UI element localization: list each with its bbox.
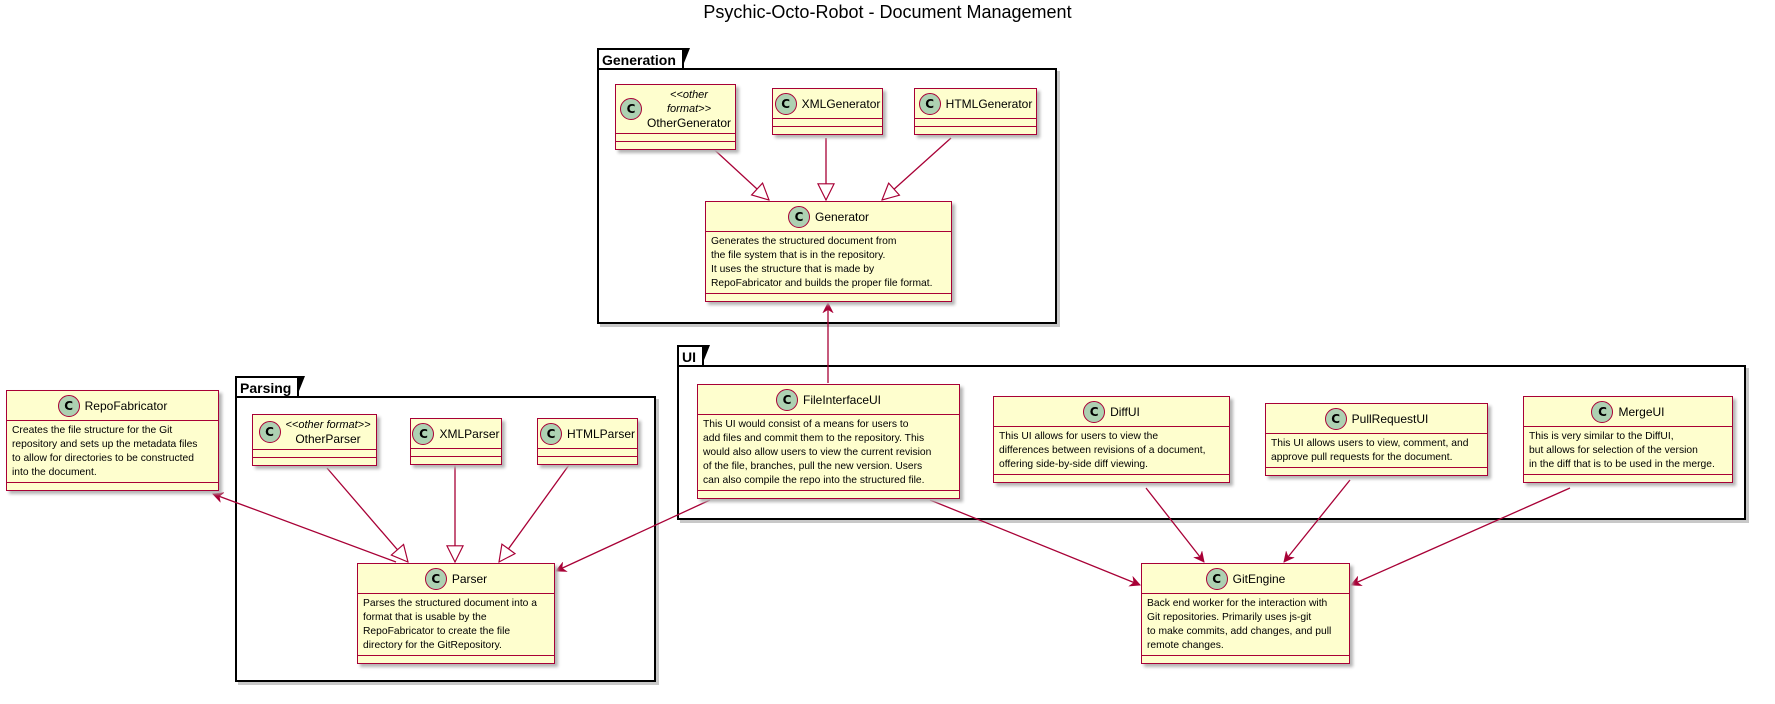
class-name: MergeUI: [1618, 405, 1665, 419]
class-parser[interactable]: C Parser Parses the structured document …: [357, 563, 555, 664]
class-icon: C: [57, 395, 80, 417]
class-name: GitEngine: [1232, 572, 1286, 586]
class-icon: C: [775, 389, 798, 411]
edge-othergenerator-generator: [705, 141, 769, 200]
class-description: This is very similar to the DiffUI, but …: [1524, 427, 1732, 475]
class-description: This UI allows for users to view the dif…: [994, 427, 1229, 475]
class-mergeui[interactable]: C MergeUI This is very similar to the Di…: [1523, 396, 1733, 483]
class-icon: C: [540, 423, 562, 445]
class-name: XMLParser: [439, 427, 500, 441]
class-description: Parses the structured document into a fo…: [358, 594, 554, 656]
class-xmlparser[interactable]: C XMLParser: [410, 418, 502, 465]
diagram-title: Psychic-Octo-Robot - Document Management: [703, 2, 1072, 22]
class-name: DiffUI: [1110, 405, 1140, 419]
class-icon: C: [424, 568, 447, 590]
class-pullrequestui[interactable]: C PullRequestUI This UI allows users to …: [1265, 403, 1488, 476]
class-name: HTMLParser: [567, 427, 636, 441]
class-gitengine[interactable]: C GitEngine Back end worker for the inte…: [1141, 563, 1350, 664]
class-htmlparser[interactable]: C HTMLParser: [537, 418, 638, 465]
edge-mergeui-gitengine: [1351, 487, 1571, 585]
class-name: OtherParser: [295, 432, 361, 446]
class-icon: C: [1083, 401, 1106, 423]
package-ui-label: UI: [677, 345, 710, 365]
class-icon: C: [787, 206, 810, 228]
edge-htmlparser-parser: [499, 464, 570, 562]
class-name: HTMLGenerator: [945, 97, 1033, 111]
class-otherparser[interactable]: C <<other format>> OtherParser: [252, 414, 377, 466]
class-icon: C: [1205, 568, 1228, 590]
class-name: PullRequestUI: [1351, 412, 1429, 426]
class-stereotype: <<other format>>: [285, 419, 371, 431]
class-name: Generator: [814, 210, 870, 224]
class-name: XMLGenerator: [801, 97, 881, 111]
edge-fileinterfaceui-gitengine: [929, 499, 1140, 585]
edge-pullrequestui-gitengine: [1284, 479, 1351, 562]
class-name: OtherGenerator: [646, 116, 732, 130]
class-description: This UI would consist of a means for use…: [698, 415, 959, 491]
edge-parser-repofabricator: [213, 494, 397, 563]
class-icon: C: [258, 421, 281, 443]
class-icon: C: [918, 93, 941, 115]
class-icon: C: [619, 98, 642, 120]
class-name: RepoFabricator: [84, 399, 168, 413]
class-icon: C: [774, 93, 797, 115]
edge-diffui-gitengine: [1145, 487, 1204, 562]
class-icon: C: [1324, 408, 1347, 430]
class-generator[interactable]: C Generator Generates the structured doc…: [705, 201, 952, 302]
package-generation-label: Generation: [597, 48, 690, 68]
edge-htmlgenerator-generator: [882, 137, 952, 200]
class-stereotype: <<other format>>: [666, 89, 712, 115]
class-name: Parser: [451, 572, 488, 586]
class-icon: C: [412, 423, 435, 445]
class-htmlgenerator[interactable]: C HTMLGenerator: [914, 88, 1037, 135]
class-fileinterfaceui[interactable]: C FileInterfaceUI This UI would consist …: [697, 384, 960, 499]
class-othergenerator[interactable]: C <<other format>> OtherGenerator: [615, 84, 736, 150]
class-description: This UI allows users to view, comment, a…: [1266, 434, 1487, 468]
class-description: Creates the file structure for the Git r…: [7, 421, 218, 483]
class-xmlgenerator[interactable]: C XMLGenerator: [772, 88, 883, 135]
class-name: FileInterfaceUI: [802, 393, 882, 407]
class-icon: C: [1591, 401, 1614, 423]
class-description: Back end worker for the interaction with…: [1142, 594, 1349, 656]
edge-fileinterfaceui-parser: [556, 499, 711, 571]
edge-otherparser-parser: [326, 467, 408, 562]
class-repofabricator[interactable]: C RepoFabricator Creates the file struct…: [6, 390, 219, 491]
class-diffui[interactable]: C DiffUI This UI allows for users to vie…: [993, 396, 1230, 483]
class-description: Generates the structured document from t…: [706, 232, 951, 294]
package-parsing-label: Parsing: [235, 376, 306, 396]
